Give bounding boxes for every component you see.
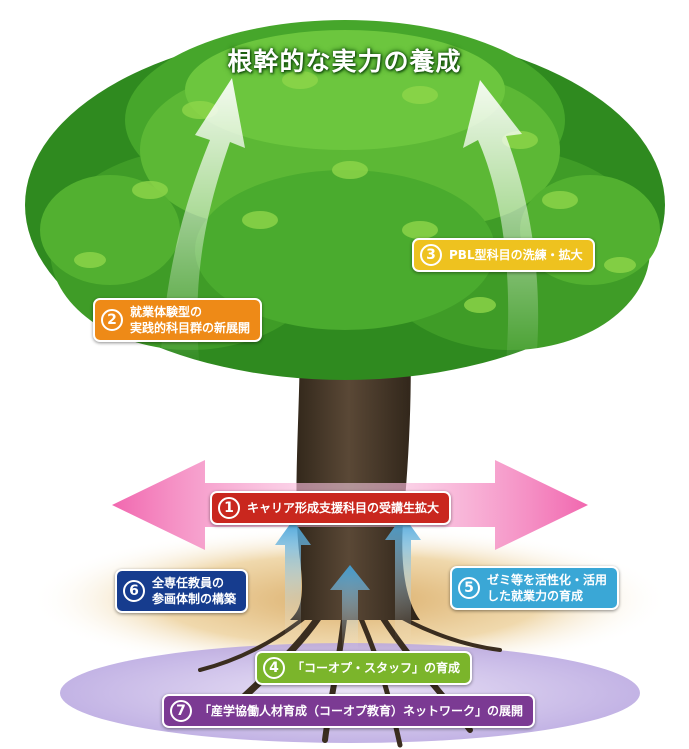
badge-4-label: 「コーオプ・スタッフ」の育成 [292, 661, 461, 675]
right-up-arrow [463, 80, 539, 375]
badge-6-label-line2: 参画体制の構築 [152, 592, 237, 606]
badge-2: 2 就業体験型の 実践的科目群の新展開 [93, 298, 263, 342]
badge-4: 4 「コーオプ・スタッフ」の育成 [255, 651, 473, 685]
badge-1: 1 キャリア形成支援科目の受講生拡大 [210, 491, 452, 525]
badge-2-label-line2: 実践的科目群の新展開 [130, 321, 251, 335]
trunk [290, 330, 420, 620]
blue-up-arrows [275, 515, 421, 650]
badge-7: 7 「産学協働人材育成（コーオプ教育）ネットワーク」の展開 [162, 694, 536, 728]
badge-3-label: PBL型科目の洗練・拡大 [449, 248, 583, 262]
badge-5-label-line1: ゼミ等を活性化・活用 [487, 573, 608, 587]
badge-3: 3 PBL型科目の洗練・拡大 [412, 238, 595, 272]
badge-5: 5 ゼミ等を活性化・活用 した就業力の育成 [450, 566, 620, 610]
badge-6: 6 全専任教員の 参画体制の構築 [115, 569, 249, 613]
foliage [25, 20, 665, 380]
badge-7-number: 7 [170, 700, 192, 722]
badge-2-label-line1: 就業体験型の [130, 305, 203, 319]
badge-5-number: 5 [458, 577, 480, 599]
badge-2-number: 2 [101, 309, 123, 331]
upward-arrows [160, 78, 539, 375]
badge-3-number: 3 [420, 244, 442, 266]
badge-6-number: 6 [123, 580, 145, 602]
badge-1-number: 1 [218, 497, 240, 519]
badge-1-label: キャリア形成支援科目の受講生拡大 [247, 501, 440, 515]
badge-4-number: 4 [263, 657, 285, 679]
page-title: 根幹的な実力の養成 [227, 47, 462, 76]
badge-7-label: 「産学協働人材育成（コーオプ教育）ネットワーク」の展開 [199, 704, 524, 718]
left-up-arrow [160, 78, 245, 370]
badge-6-label-line1: 全専任教員の [152, 576, 225, 590]
badge-5-label-line2: した就業力の育成 [487, 589, 584, 603]
